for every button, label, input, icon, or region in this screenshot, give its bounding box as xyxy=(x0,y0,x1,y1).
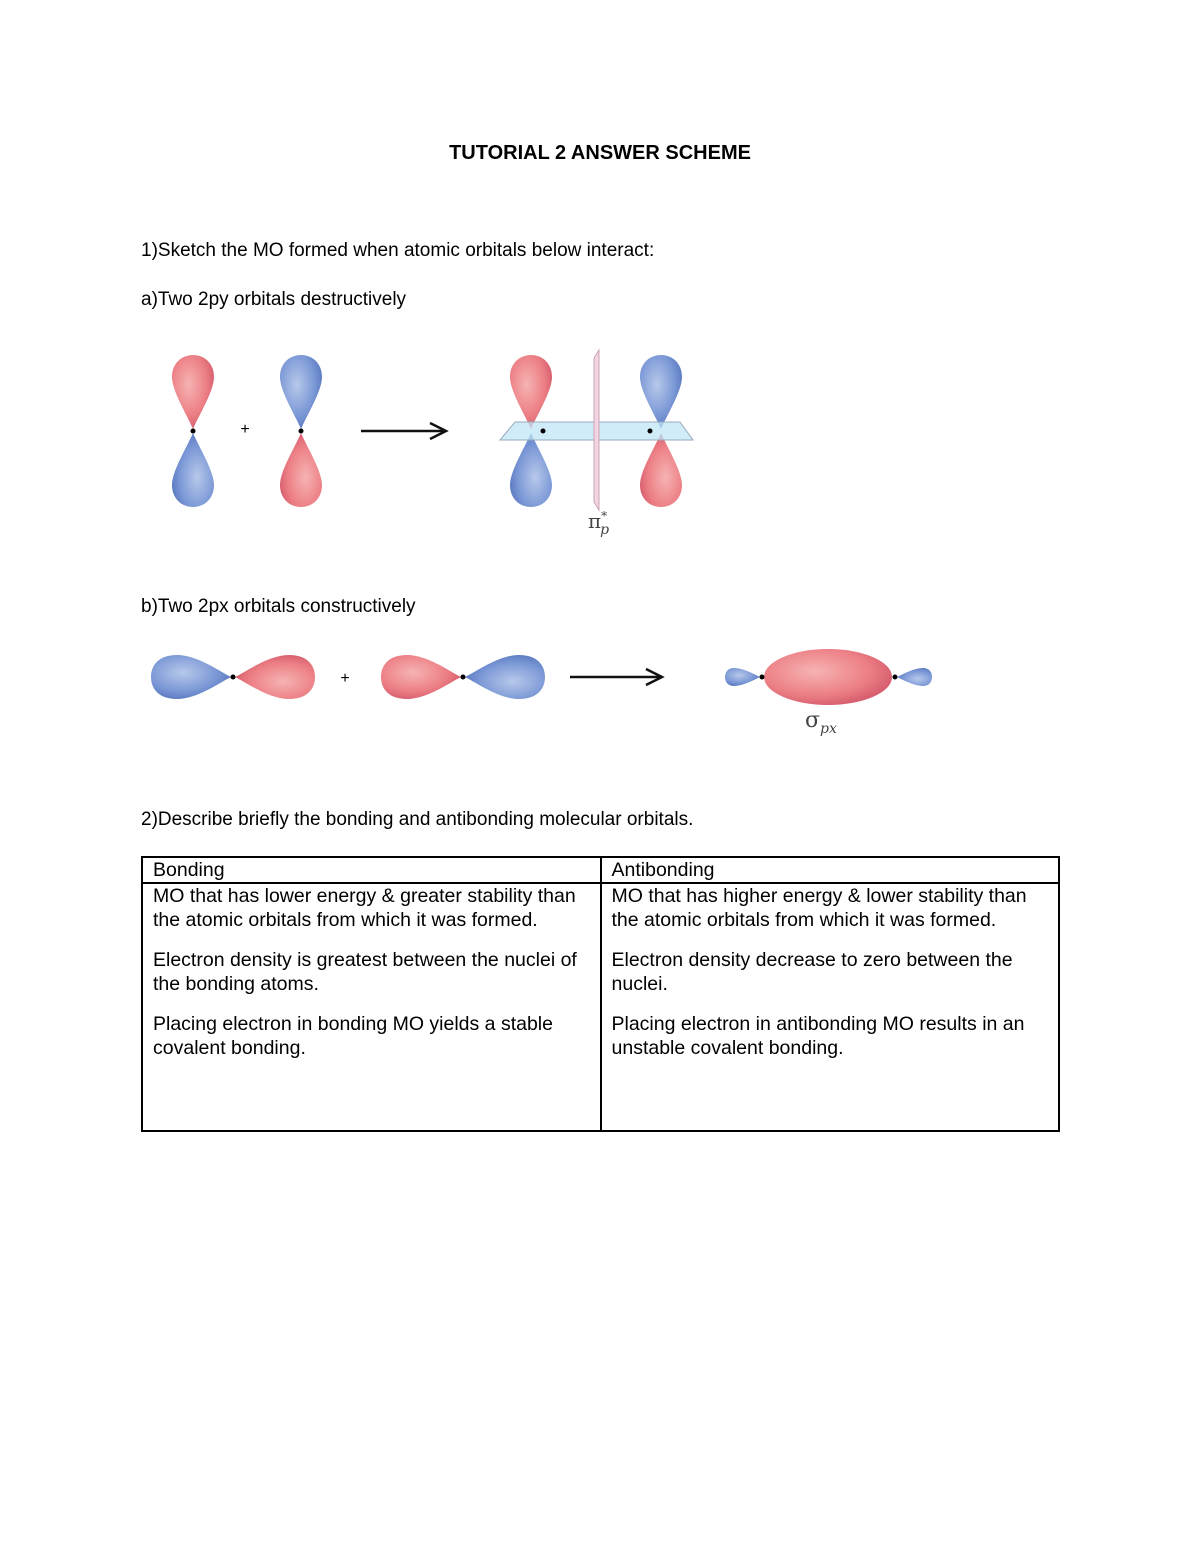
antibonding-point: Placing electron in antibonding MO resul… xyxy=(611,1013,1025,1059)
bonding-point: Placing electron in bonding MO yields a … xyxy=(153,1013,553,1059)
arrow-icon xyxy=(570,667,665,687)
plus-sign: + xyxy=(240,421,249,438)
antibonding-point: MO that has higher energy & lower stabil… xyxy=(611,885,1027,931)
antibonding-cell: MO that has higher energy & lower stabil… xyxy=(599,882,1060,1132)
header-antibonding: Antibonding xyxy=(599,856,1060,884)
question-1b-label: b)Two 2px orbitals constructively xyxy=(141,596,416,617)
question-1-prompt: 1)Sketch the MO formed when atomic orbit… xyxy=(141,240,655,261)
2py-orbital-2 xyxy=(280,355,322,507)
2px-orbital-2 xyxy=(381,655,545,699)
pi-star-antibonding-mo xyxy=(498,348,694,512)
plus-sign: + xyxy=(340,670,349,687)
orbital-diagrams: + π*p + σpx xyxy=(151,348,932,737)
nodal-plane xyxy=(593,348,600,512)
arrow-icon xyxy=(361,421,449,441)
bonding-cell: MO that has lower energy & greater stabi… xyxy=(141,882,602,1132)
antibonding-point: Electron density decrease to zero betwee… xyxy=(611,949,1013,995)
question-1a-label: a)Two 2py orbitals destructively xyxy=(141,289,407,310)
mo-label-sigma: σpx xyxy=(805,708,837,737)
2px-orbital-1 xyxy=(151,655,315,699)
bonding-antibonding-table: Bonding Antibonding MO that has lower en… xyxy=(141,856,1060,1132)
question-2-prompt: 2)Describe briefly the bonding and antib… xyxy=(141,809,694,830)
header-bonding: Bonding xyxy=(141,856,602,884)
bonding-point: Electron density is greatest between the… xyxy=(153,949,577,995)
mo-label-pi: π*p xyxy=(588,509,609,538)
page-title: TUTORIAL 2 ANSWER SCHEME xyxy=(449,142,751,164)
bonding-point: MO that has lower energy & greater stabi… xyxy=(153,885,576,931)
sigma-bonding-mo xyxy=(725,649,932,705)
2py-orbital-1 xyxy=(172,355,214,507)
